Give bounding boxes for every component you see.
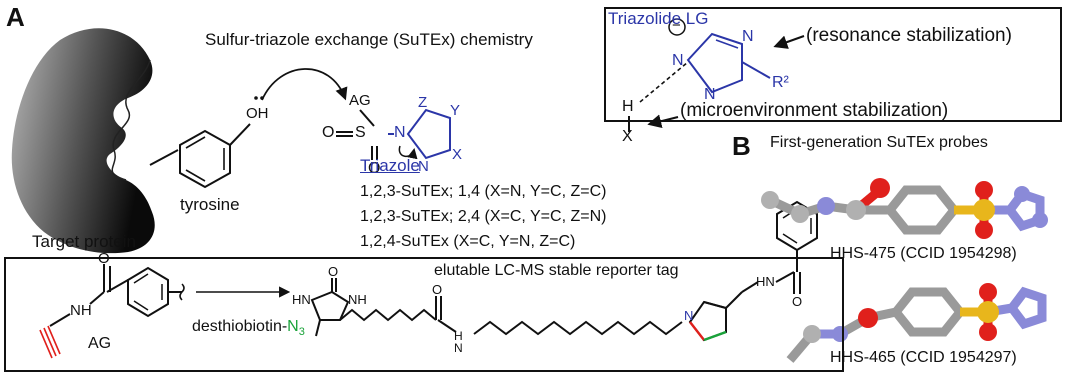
biotin-o: O [328, 264, 339, 279]
reporter-title: elutable LC-MS stable reporter tag [434, 262, 679, 279]
benzamide-o: O [792, 294, 803, 309]
triazolide-title: Triazolide LG [608, 9, 709, 28]
biotin-hn: HN [292, 292, 311, 307]
tyrosine-label: tyrosine [180, 195, 240, 214]
desthiobiotin-label: desthiobiotin-N3 [192, 318, 305, 339]
panel-label-b: B [732, 131, 751, 161]
target-protein-label: Target protein [32, 232, 136, 251]
probe-label-hhs-475: HHS-475 (CCID 1954298) [830, 245, 1017, 262]
x-label: X [622, 128, 633, 145]
triazole-n2: N [418, 158, 429, 175]
triazolide-n2: N [742, 28, 754, 45]
ag-bottom-label: AG [88, 335, 112, 352]
click-triazole-n: N [684, 308, 694, 323]
variant-2: 1,2,3-SuTEx; 2,4 (X=C, Y=C, Z=N) [360, 208, 607, 225]
resonance-label: (resonance stabilization) [806, 25, 1012, 46]
ag-label: AG [349, 92, 371, 109]
triazolide-n3: N [704, 86, 716, 103]
triazole-z: Z [418, 94, 428, 111]
reporter-box [4, 257, 844, 372]
probe-model-hhs-475 [761, 178, 1048, 239]
ag-nh: NH [70, 302, 92, 319]
triazole-x: X [452, 146, 463, 163]
triazole-header: Triazole [360, 156, 420, 175]
triazole-y: Y [450, 102, 461, 119]
triazolide-n1: N [672, 52, 684, 69]
oh-label: OH [246, 105, 269, 122]
probe-label-hhs-465: HHS-465 (CCID 1954297) [830, 349, 1017, 366]
h-label: H [622, 98, 634, 115]
triazolide-box [604, 7, 1062, 122]
probe-model-hhs-465 [786, 283, 1047, 363]
triazole-n1: N [394, 124, 406, 141]
panel-label-a: A [6, 2, 25, 32]
charge-minus: − [672, 17, 681, 34]
variant-3: 1,2,4-SuTEx (X=C, Y=N, Z=C) [360, 233, 576, 250]
r2-label: R² [772, 74, 789, 91]
biotin-nh: NH [348, 292, 367, 307]
probes-header: First-generation SuTEx probes [770, 134, 988, 151]
chemistry-title: Sulfur-triazole exchange (SuTEx) chemist… [205, 30, 533, 49]
sulfur-label: S [355, 124, 366, 141]
target-protein-shape [11, 28, 155, 254]
microenvironment-label: (microenvironment stabilization) [680, 100, 949, 121]
sulfonyl-o-bottom: O [368, 160, 381, 177]
linker-o: O [432, 282, 443, 297]
sulfonyl-o-left: O [322, 124, 335, 141]
benzamide-hn: HN [756, 274, 775, 289]
variant-1: 1,2,3-SuTEx; 1,4 (X=N, Y=C, Z=C) [360, 183, 607, 200]
ag-amide-o: O [98, 250, 110, 267]
